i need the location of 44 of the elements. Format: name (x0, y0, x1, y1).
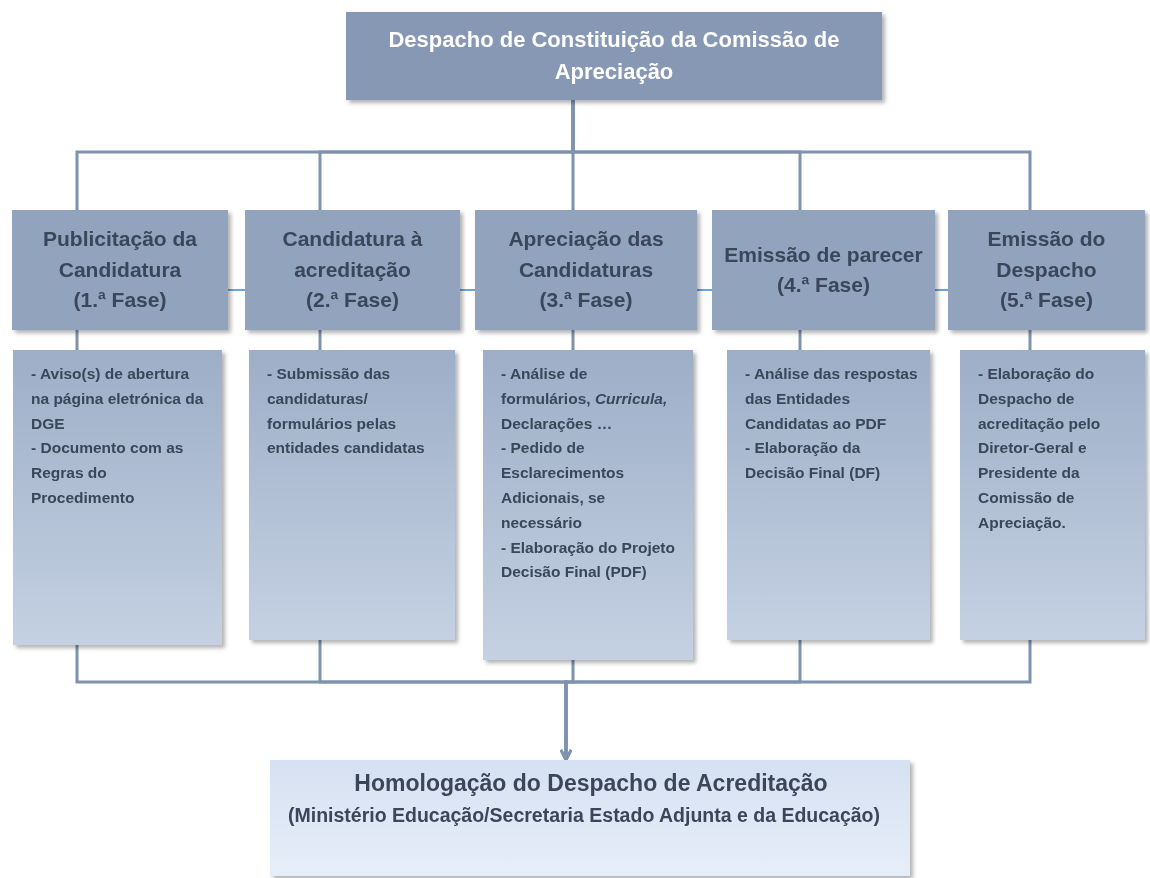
phase-title: Emissão do Despacho (986, 226, 1107, 283)
detail-box (249, 350, 455, 640)
task-text: - Elaboração da Decisão Final (DF) (745, 438, 882, 484)
connector-line (459, 289, 476, 291)
task-text: - Análise de formulários, Curricula, Declarações … (501, 364, 669, 434)
connector-line (696, 289, 713, 291)
task-text: - Aviso(s) de abertura na página eletrónica da DGE (31, 364, 205, 434)
task-text: - Submissão das candidaturas/ formulários pelas entidades candidatas (267, 364, 426, 459)
phase-box (245, 210, 460, 330)
task-text: - Elaboração do Despacho de acreditação pelo Diretor-Geral e Presidente da Comissão de Apreciação. (978, 364, 1102, 533)
phase-title: Candidatura à acreditação (281, 226, 424, 283)
box-title: Despacho de Constituição da Comissão de Apreciação (387, 26, 841, 86)
connector-line (1028, 330, 1032, 350)
connector-line (318, 330, 322, 350)
title-box (346, 12, 882, 100)
phase-box (475, 210, 697, 330)
detail-box (727, 350, 930, 640)
phase-title: Publicitação da Candidatura (41, 226, 198, 283)
phase-box (12, 210, 228, 330)
task-text: - Pedido de Esclarecimentos Adicionais, se necessário (501, 438, 626, 533)
connector-line (75, 330, 79, 350)
connector-line (934, 289, 949, 291)
phase-title: Apreciação das Candidaturas (507, 226, 665, 283)
task-text: - Elaboração do Projeto Decisão Final (PDF) (501, 537, 676, 583)
detail-box (13, 350, 222, 645)
connector-line (571, 330, 575, 350)
result-note: (Ministério Educação/Secretaria Estado Adjunta e da Educação) (288, 803, 882, 828)
phase-number: (4.ª Fase) (776, 272, 871, 298)
phase-number: (2.ª Fase) (305, 287, 400, 314)
connector-line (798, 330, 802, 350)
detail-box (960, 350, 1145, 640)
phase-title: Emissão de parecer (723, 241, 924, 268)
arrow (559, 640, 1032, 762)
phase-box (712, 210, 935, 330)
phase-box (948, 210, 1145, 330)
result-box (270, 760, 910, 876)
phase-number: (1.ª Fase) (72, 287, 168, 314)
connector-line (227, 289, 246, 291)
result-title: Homologação do Despacho de Acreditação (353, 770, 829, 797)
phase-number: (3.ª Fase) (538, 287, 634, 314)
task-text: - Documento com as Regras do Procedimento (31, 438, 185, 508)
task-text: - Análise das respostas das Entidades Candidatas ao PDF (745, 364, 918, 434)
detail-box (483, 350, 693, 660)
phase-number: (5.ª Fase) (999, 287, 1094, 314)
